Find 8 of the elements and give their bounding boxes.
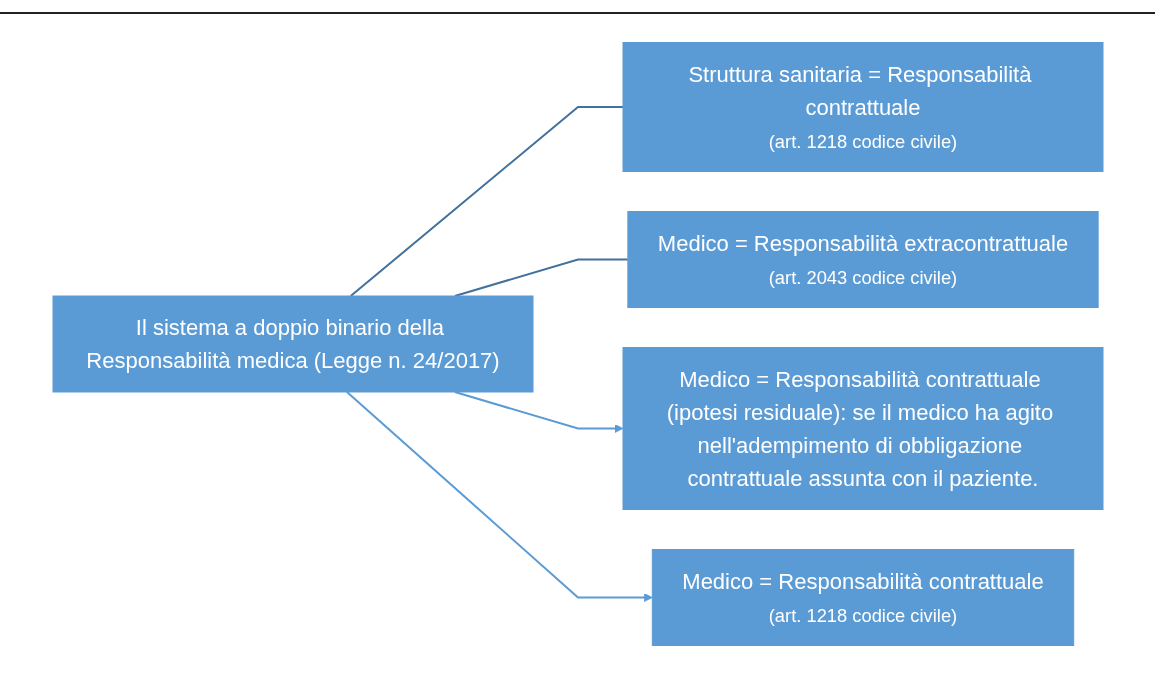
node-box: Medico = Responsabilità contrattuale (ipotesi residuale): se il medico ha agito nell'adempimento di obbligazione contrattuale assunta con il paziente. <box>622 347 1103 510</box>
node-box: Medico = Responsabilità contrattuale (art. 1218 codice civile) <box>651 549 1074 646</box>
connector <box>453 258 629 297</box>
connector <box>349 106 624 297</box>
node-box: Struttura sanitaria = Responsabilità contrattuale (art. 1218 codice civile) <box>622 42 1103 172</box>
node-box: Medico = Responsabilità extracontrattuale (art. 2043 codice civile) <box>626 211 1099 308</box>
node-box: Il sistema a doppio binario della Responsabilità medica (Legge n. 24/2017) <box>52 295 533 393</box>
arrow <box>345 391 653 602</box>
